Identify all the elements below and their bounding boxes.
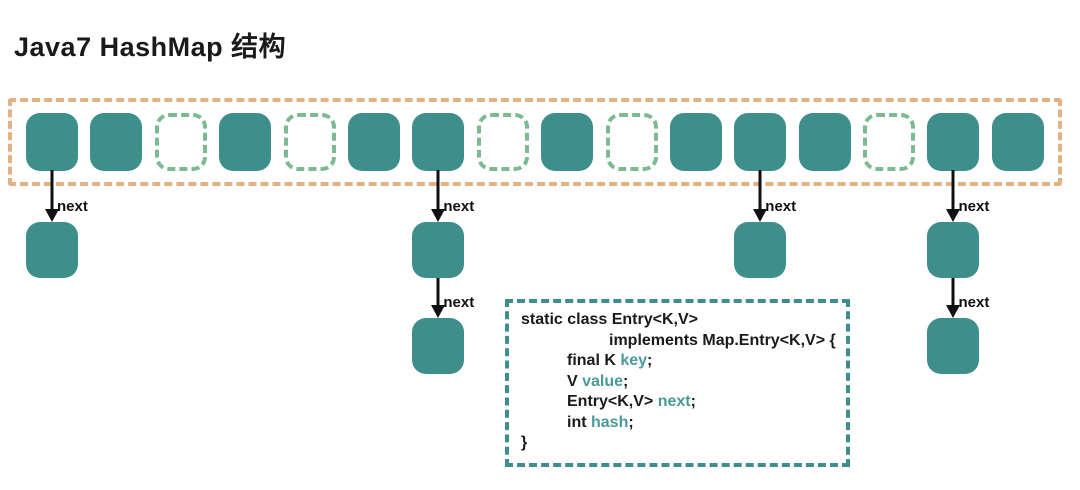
entry-node [412,222,465,278]
next-label: next [958,294,990,311]
next-arrow: next [412,170,474,222]
bucket-slot-8-filled [541,113,594,171]
bucket-slot-11-filled [734,113,787,171]
bucket-slot-6-filled [412,113,465,171]
arrow-down-icon [45,170,59,222]
code-text: final K [567,352,621,369]
code-line: V value; [519,372,838,393]
bucket-slot-7-empty [476,113,529,171]
bucket-slot-12-filled [798,113,851,171]
bucket-slot-4-empty [283,113,336,171]
bucket-array [8,98,1062,186]
next-label: next [443,198,475,215]
code-text: ; [628,413,634,431]
code-text: ; [690,393,696,410]
bucket-slot-2-empty [154,113,207,171]
code-text: } [521,434,528,451]
next-arrow: next [734,170,796,222]
page-title: Java7 HashMap 结构 [14,32,287,62]
bucket-slot-3-filled [219,113,272,171]
next-label: next [443,294,475,311]
code-text: implements Map.Entry<K,V> { [609,331,836,349]
code-line: static class Entry<K,V> [519,310,838,331]
next-arrow: next [26,170,88,222]
bucket-slot-14-filled [927,113,980,171]
entry-chain-slot-14: next next [927,170,989,374]
code-line: } [519,433,838,454]
next-arrow: next [927,278,989,318]
next-label: next [57,198,88,215]
bucket-slot-5-filled [347,113,400,171]
entry-node [927,318,980,374]
arrow-down-icon [946,170,961,222]
next-arrow: next [927,170,989,222]
code-field-name: next [657,393,691,410]
code-line: Entry<K,V> next; [519,392,838,413]
code-line: int hash; [519,413,838,434]
entry-node [26,222,78,278]
bucket-slot-9-empty [605,113,658,171]
code-field-name: hash [591,413,629,431]
entry-node [412,318,465,374]
entry-chain-slot-11: next [734,170,796,278]
arrow-down-icon [946,278,961,318]
bucket-slot-0-filled [26,113,78,171]
code-field-name: key [620,352,648,369]
code-line: final K key; [519,351,838,372]
entry-node [734,222,787,278]
entry-chain-slot-0: next [26,170,88,278]
next-label: next [958,198,990,215]
code-text: int [567,413,591,431]
code-text: ; [623,372,629,390]
code-text: static class Entry<K,V> [521,311,698,328]
arrow-down-icon [753,170,768,222]
code-text: V [567,372,583,390]
next-label: next [765,198,797,215]
code-line: implements Map.Entry<K,V> { [519,331,838,352]
code-field-name: value [582,372,624,390]
arrow-down-icon [431,278,446,318]
bucket-slot-15-filled [991,113,1044,171]
entry-node [927,222,980,278]
entry-class-code-box: static class Entry<K,V> implements Map.En… [505,299,850,467]
bucket-slot-10-filled [669,113,722,171]
bucket-slot-1-filled [90,113,143,171]
entry-chain-slot-6: next next [412,170,474,374]
code-text: ; [647,352,653,369]
bucket-slot-13-empty [863,113,916,171]
arrow-down-icon [431,170,446,222]
code-text: Entry<K,V> [567,393,658,410]
next-arrow: next [412,278,474,318]
